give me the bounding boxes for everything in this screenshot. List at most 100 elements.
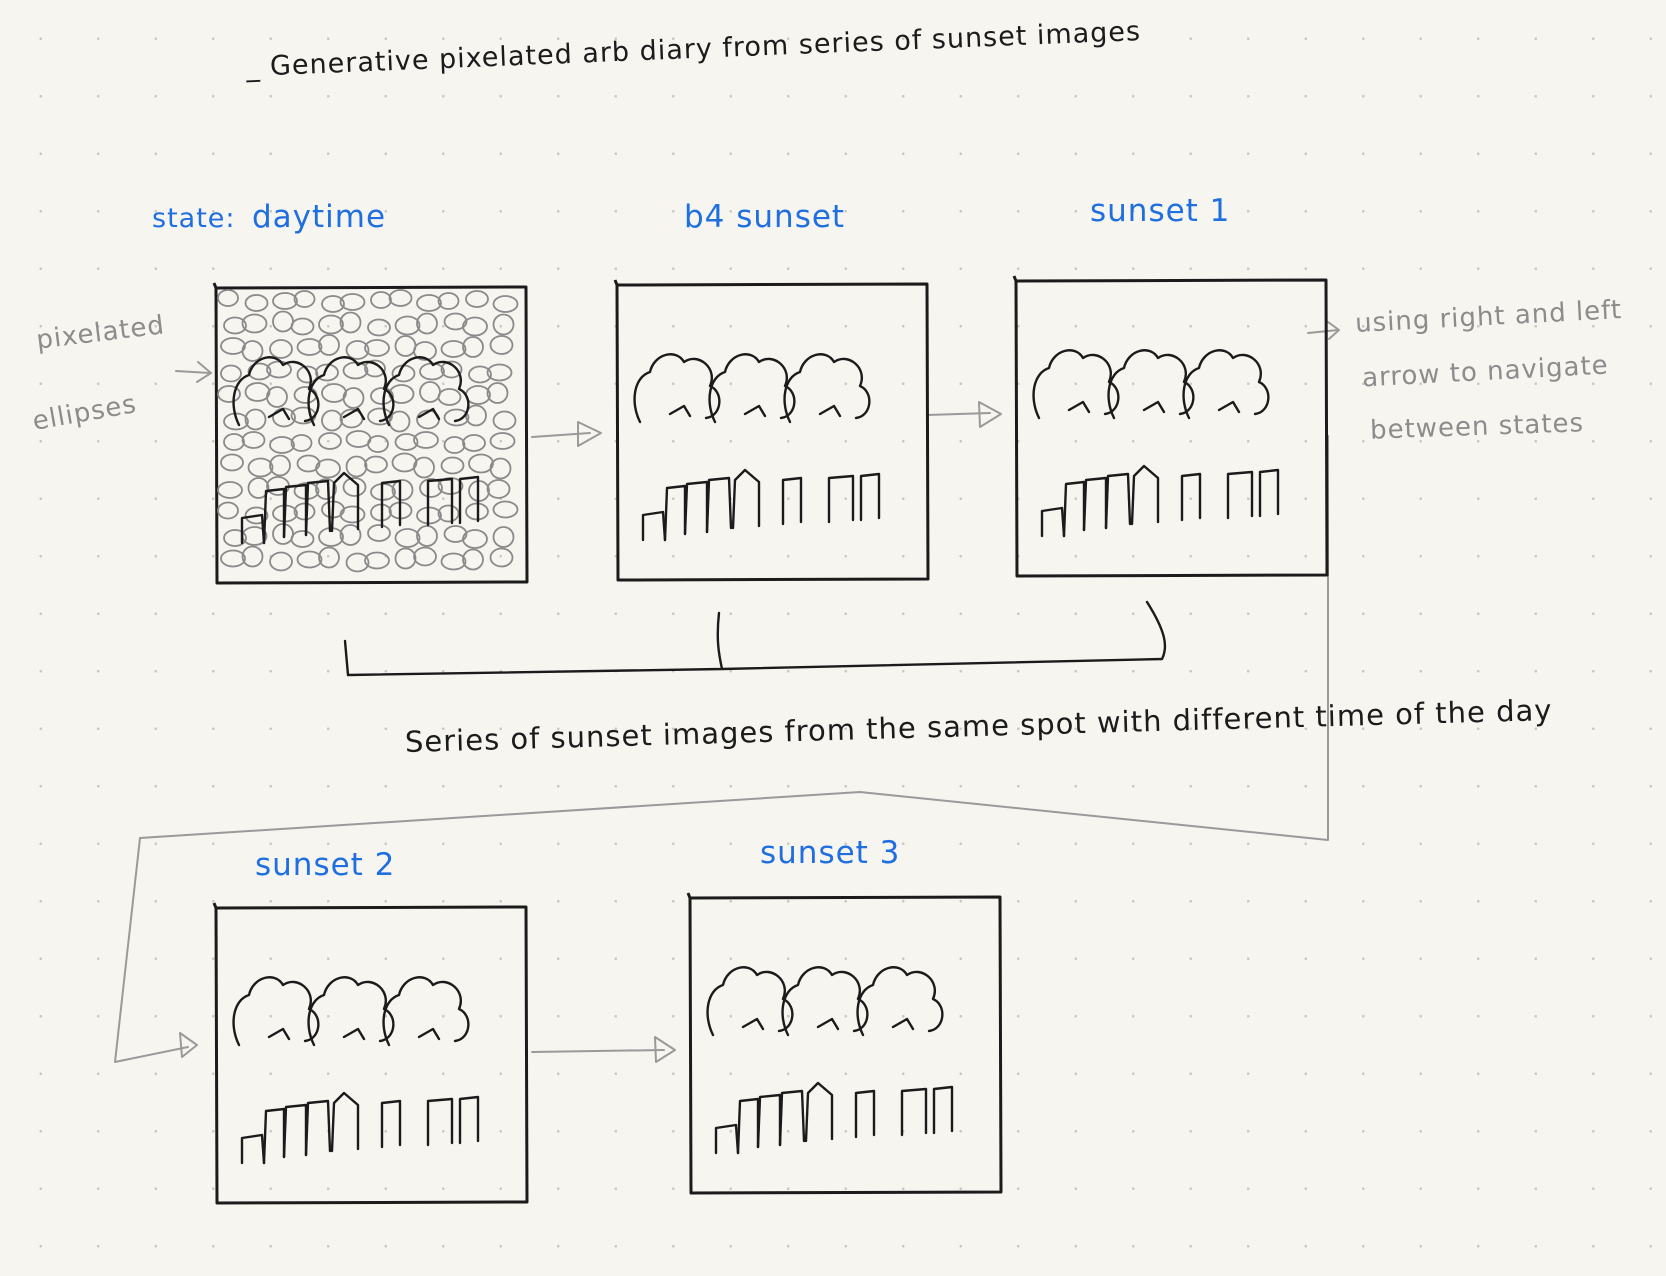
pixel-ellipse bbox=[223, 316, 247, 335]
pixel-ellipse bbox=[468, 365, 492, 384]
pixel-ellipse bbox=[241, 340, 264, 362]
pixel-ellipse bbox=[293, 290, 316, 308]
pixel-ellipse bbox=[339, 524, 362, 546]
tree-canopy-2 bbox=[781, 966, 869, 1037]
building-7 bbox=[1226, 470, 1254, 520]
pixel-ellipse bbox=[367, 318, 391, 337]
arrow-b4-sunset-to-sunset-1 bbox=[926, 401, 1002, 428]
tree-canopy-3 bbox=[1182, 349, 1270, 420]
pixel-ellipse bbox=[272, 310, 294, 333]
state-label-daytime: daytime bbox=[252, 199, 387, 235]
pixel-ellipse bbox=[217, 289, 239, 307]
building-3 bbox=[282, 1103, 308, 1159]
building-5 bbox=[804, 1081, 834, 1143]
building-skyline bbox=[240, 1091, 480, 1165]
building-skyline bbox=[714, 1081, 954, 1155]
building-1 bbox=[1040, 506, 1066, 538]
building-4 bbox=[304, 1099, 332, 1157]
building-7 bbox=[827, 474, 855, 524]
pixel-ellipse bbox=[247, 457, 274, 478]
building-1 bbox=[641, 510, 667, 542]
tree-canopy-1 bbox=[232, 976, 320, 1047]
pixel-ellipse bbox=[492, 295, 519, 313]
pixel-ellipse bbox=[486, 479, 511, 499]
building-5 bbox=[731, 468, 761, 530]
building-7 bbox=[426, 477, 454, 527]
pixel-ellipse bbox=[345, 340, 370, 360]
pixel-ellipse bbox=[370, 387, 394, 405]
building-8 bbox=[859, 472, 881, 522]
state-label-sunset-1: sunset 1 bbox=[1090, 193, 1231, 229]
building-4 bbox=[1104, 472, 1132, 530]
pixel-ellipse bbox=[437, 388, 462, 406]
pixel-ellipse bbox=[486, 363, 513, 382]
pixel-ellipse bbox=[296, 454, 321, 473]
tree-canopy-3 bbox=[382, 356, 470, 427]
pixel-ellipse bbox=[440, 360, 463, 379]
pixel-ellipse bbox=[492, 526, 515, 548]
pixel-ellipse bbox=[462, 336, 484, 358]
pixel-ellipse bbox=[318, 314, 344, 335]
pixel-ellipse bbox=[367, 407, 393, 426]
pixel-ellipse bbox=[339, 505, 366, 524]
tree-canopy-3 bbox=[382, 976, 470, 1047]
state-prefix-label: state: bbox=[152, 203, 236, 234]
building-3 bbox=[683, 480, 709, 536]
pixel-ellipse bbox=[217, 481, 243, 499]
building-8 bbox=[458, 475, 480, 525]
pixel-ellipse bbox=[492, 410, 517, 431]
pixel-ellipse bbox=[391, 452, 418, 473]
pixel-ellipse bbox=[394, 528, 421, 548]
pixel-ellipse bbox=[364, 551, 390, 570]
state-label-sunset-3: sunset 3 bbox=[760, 835, 901, 871]
pixel-ellipse bbox=[394, 547, 417, 570]
frame-sunset-2 bbox=[212, 902, 529, 1205]
pixel-ellipse bbox=[492, 500, 519, 519]
building-8 bbox=[932, 1085, 954, 1135]
pixel-ellipse bbox=[489, 547, 514, 568]
building-2 bbox=[262, 1107, 286, 1165]
tree-canopy-2 bbox=[1107, 349, 1195, 420]
pixel-ellipse bbox=[247, 362, 272, 381]
pixel-ellipse bbox=[413, 431, 439, 449]
tree-canopy-1 bbox=[1032, 349, 1120, 420]
pixel-ellipse bbox=[345, 430, 372, 448]
navigation-note-arrow bbox=[1307, 321, 1340, 340]
pixel-ellipse bbox=[339, 293, 366, 311]
building-skyline bbox=[641, 468, 881, 542]
pixel-ellipse bbox=[462, 548, 484, 571]
building-8 bbox=[458, 1095, 480, 1145]
tree-canopy-2 bbox=[708, 353, 796, 424]
pixel-ellipse bbox=[244, 294, 269, 312]
pixel-ellipse bbox=[290, 530, 315, 548]
pixel-ellipse bbox=[394, 433, 419, 451]
pixel-ellipse bbox=[345, 552, 370, 573]
series-brace bbox=[343, 600, 1167, 677]
pixel-ellipse bbox=[220, 453, 244, 472]
pixel-ellipse bbox=[241, 545, 264, 568]
pixel-ellipse bbox=[388, 289, 413, 307]
frame-border bbox=[686, 892, 1003, 1195]
frame-border bbox=[212, 282, 529, 585]
pixel-ellipse bbox=[223, 412, 249, 431]
arrow-sunset-2-to-sunset-3 bbox=[531, 1036, 676, 1063]
state-label-sunset-2: sunset 2 bbox=[255, 847, 396, 883]
tree-canopies bbox=[706, 966, 944, 1037]
pixel-ellipse bbox=[370, 291, 392, 309]
pixel-ellipse bbox=[440, 552, 467, 571]
pixel-ellipse bbox=[462, 316, 488, 337]
building-5 bbox=[330, 471, 360, 533]
pixel-ellipse bbox=[269, 339, 293, 359]
return-connector-arrowhead bbox=[179, 1032, 198, 1058]
frame-b4-sunset bbox=[613, 279, 930, 582]
pixel-ellipse bbox=[465, 385, 491, 405]
pixel-ellipse bbox=[220, 549, 246, 568]
pixel-ellipse bbox=[321, 409, 343, 432]
pixel-ellipse bbox=[244, 506, 269, 525]
building-2 bbox=[1062, 480, 1086, 538]
tree-canopies bbox=[633, 353, 871, 424]
state-label-b4-sunset: b4 sunset bbox=[684, 199, 846, 235]
pixel-ellipse bbox=[419, 478, 443, 498]
pixel-ellipse bbox=[269, 436, 295, 454]
pixel-ellipse bbox=[419, 381, 441, 403]
